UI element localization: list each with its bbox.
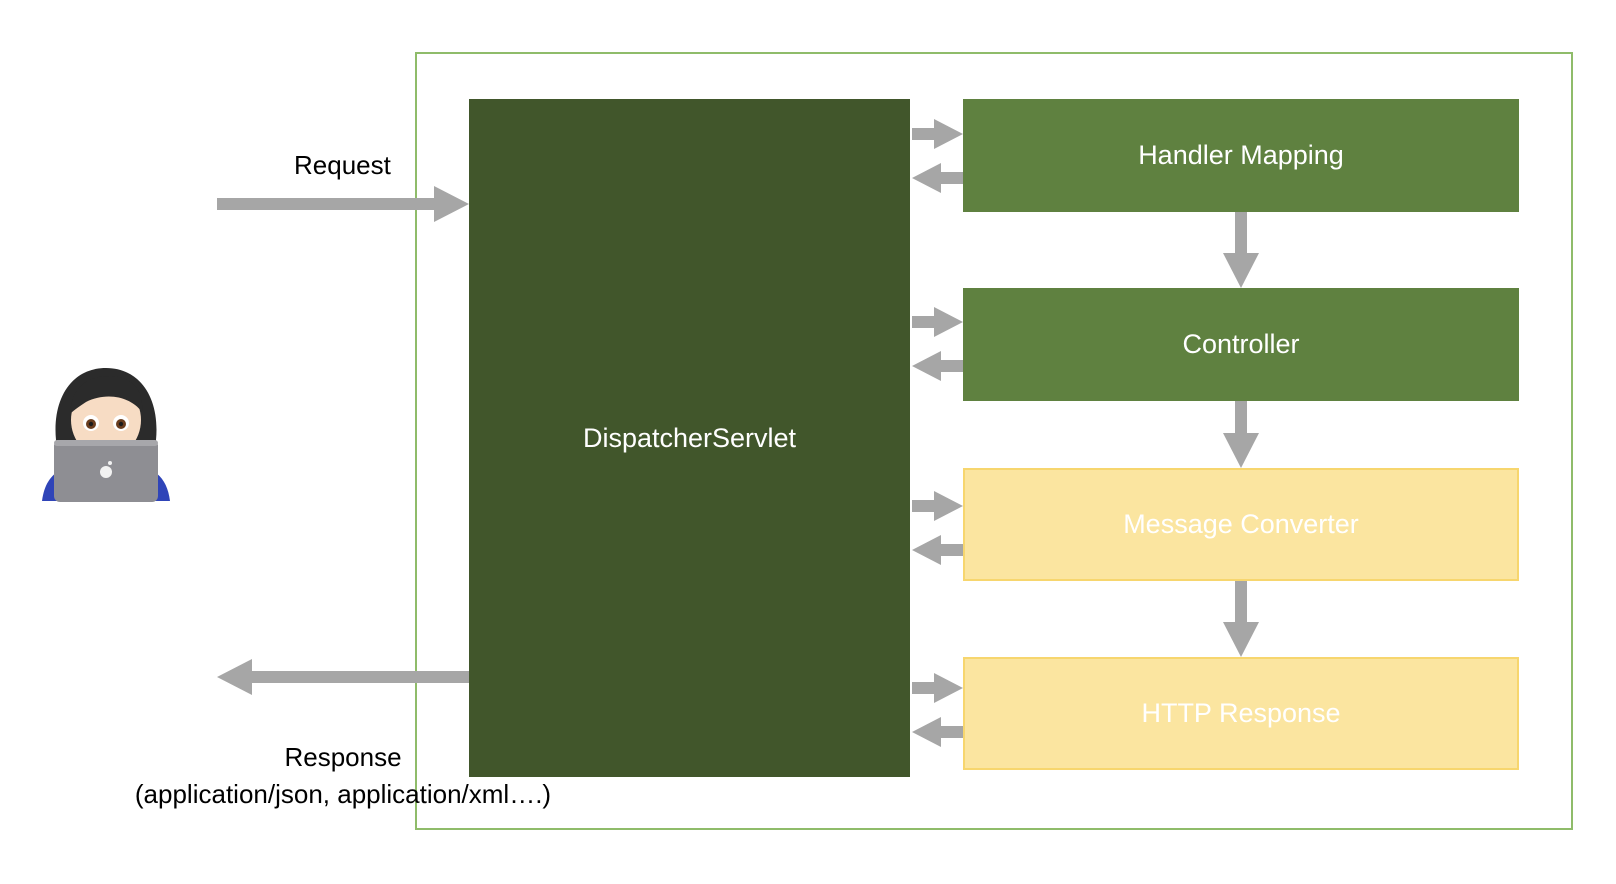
response-types-label: (application/json, application/xml….)	[134, 779, 552, 809]
from-handler-mapping-arrow	[912, 163, 963, 193]
handler-mapping-box: Handler Mapping	[963, 99, 1519, 212]
dispatcher-servlet-box: DispatcherServlet	[469, 99, 910, 777]
message-converter-label: Message Converter	[1123, 509, 1359, 539]
from-controller-arrow	[912, 351, 963, 381]
response-label: Response	[284, 742, 402, 772]
to-controller-arrow	[912, 307, 963, 337]
from-message-converter-arrow	[912, 535, 963, 565]
dispatcher-servlet-label: DispatcherServlet	[582, 422, 797, 453]
handler-mapping-label: Handler Mapping	[1138, 140, 1344, 170]
to-handler-mapping-arrow	[912, 119, 963, 149]
controller-to-converter-arrow	[1223, 401, 1259, 468]
converter-to-http-response-arrow	[1223, 581, 1259, 657]
to-http-response-arrow	[912, 673, 963, 703]
http-response-box: HTTP Response	[963, 657, 1519, 770]
application-boundary	[415, 52, 1573, 830]
woman-with-laptop-icon	[42, 368, 170, 502]
request-label: Request	[294, 150, 391, 180]
to-message-converter-arrow	[912, 491, 963, 521]
controller-label: Controller	[1182, 329, 1300, 359]
response-arrow	[217, 659, 469, 695]
handler-to-controller-arrow	[1223, 212, 1259, 288]
request-arrow	[217, 186, 469, 222]
http-response-label: HTTP Response	[1141, 698, 1341, 728]
message-converter-box: Message Converter	[963, 468, 1519, 581]
from-http-response-arrow	[912, 717, 963, 747]
controller-box: Controller	[963, 288, 1519, 401]
